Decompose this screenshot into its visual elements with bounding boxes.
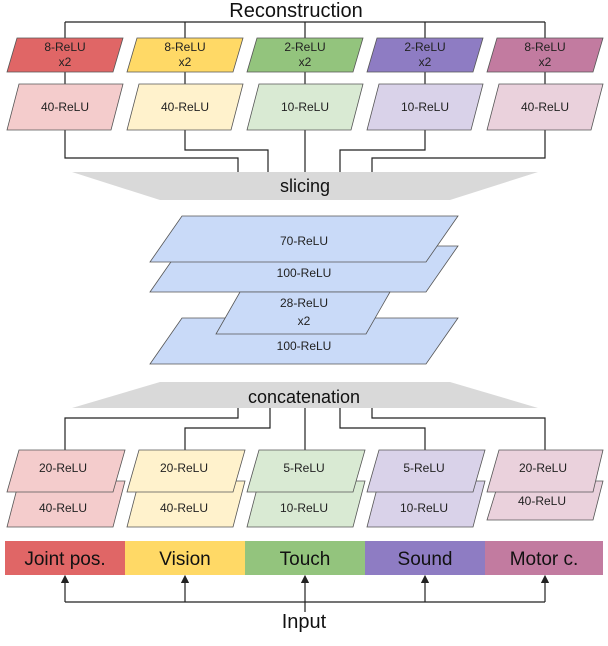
shared-layer-3: [215, 291, 391, 335]
decoder-top-box-touch: [246, 37, 364, 73]
decoder-mid-label-touch: 10-ReLU: [281, 100, 329, 114]
decoder-top-box-joint: [6, 37, 124, 73]
shared-layer-3-label: 28-ReLU: [280, 296, 328, 310]
encoder-top-label-motor: 20-ReLU: [519, 461, 567, 475]
modality-sound: [365, 541, 485, 575]
decoder-top-box-motor: [486, 37, 604, 73]
encoder-top-box-sound: [366, 449, 486, 493]
modality-touch: [245, 541, 365, 575]
encoder-top-label-vision: 20-ReLU: [160, 461, 208, 475]
decoder-mid-label-sound: 10-ReLU: [401, 100, 449, 114]
encoder-top-label-sound: 5-ReLU: [403, 461, 444, 475]
encoder-bottom-label-touch: 10-ReLU: [280, 501, 328, 515]
shared-layer-1-label: 70-ReLU: [280, 234, 328, 248]
encoder-bottom-label-sound: 10-ReLU: [400, 501, 448, 515]
decoder-top-mult-motor: x2: [539, 55, 552, 69]
decoder-mid-box-vision: [126, 83, 244, 131]
encoder-bottom-label-motor: 40-ReLU: [518, 494, 566, 508]
decoder-mid-label-vision: 40-ReLU: [161, 100, 209, 114]
encoder-bottom-label-joint: 40-ReLU: [39, 501, 87, 515]
decoder-top-mult-touch: x2: [299, 55, 312, 69]
decoder-top-row: 8-ReLU x2 8-ReLU x2 2-ReLU x2 2-ReLU x2 …: [6, 37, 604, 73]
reconstruction-title: Reconstruction: [229, 0, 362, 22]
shared-layer-2-label: 100-ReLU: [277, 266, 332, 280]
encoder-bottom-label-vision: 40-ReLU: [160, 501, 208, 515]
decoder-top-box-sound: [366, 37, 484, 73]
input-arrows: [60, 574, 550, 612]
decoder-mid-row: 40-ReLU 40-ReLU 10-ReLU 10-ReLU 40-ReLU: [6, 83, 604, 131]
shared-layer-1: [149, 215, 459, 263]
decoder-top-mult-joint: x2: [59, 55, 72, 69]
decoder-mid-box-motor: [486, 83, 604, 131]
shared-layer-4-label: 100-ReLU: [277, 339, 332, 353]
modality-vision-label: Vision: [159, 549, 210, 570]
decoder-top-mult-vision: x2: [179, 55, 192, 69]
modality-joint: [5, 541, 125, 575]
modality-sound-label: Sound: [398, 549, 453, 570]
input-modality-strip: Joint pos. Vision Touch Sound Motor c.: [5, 541, 603, 575]
encoder-top-box-touch: [246, 449, 366, 493]
decoder-top-label-sound: 2-ReLU: [404, 40, 445, 54]
decoder-mid-box-joint: [6, 83, 124, 131]
modality-touch-label: Touch: [280, 549, 331, 570]
reconstruction-connectors: [64, 21, 546, 172]
decoder-top-box-vision: [126, 37, 244, 73]
decoder-mid-label-motor: 40-ReLU: [521, 100, 569, 114]
slicing-band: [72, 172, 538, 200]
encoder-top-label-touch: 5-ReLU: [283, 461, 324, 475]
concatenation-band: [72, 382, 538, 408]
shared-layers: 100-ReLU 100-ReLU 70-ReLU 28-ReLU x2: [149, 215, 459, 365]
encoder-top-box-vision: [126, 449, 246, 493]
encoder-top-box-motor: [486, 449, 604, 493]
decoder-mid-label-joint: 40-ReLU: [41, 100, 89, 114]
input-title: Input: [282, 611, 327, 633]
decoder-top-label-motor: 8-ReLU: [524, 40, 565, 54]
modality-joint-label: Joint pos.: [24, 549, 105, 570]
shared-layer-3-mult: x2: [298, 314, 311, 328]
decoder-top-label-vision: 8-ReLU: [164, 40, 205, 54]
encoder-top-box-joint: [6, 449, 126, 493]
decoder-mid-box-sound: [366, 83, 484, 131]
slicing-label: slicing: [280, 176, 330, 196]
concatenation-label: concatenation: [248, 387, 360, 407]
decoder-mid-box-touch: [246, 83, 364, 131]
concatenation-connectors: [64, 408, 546, 450]
modality-vision: [125, 541, 245, 575]
encoder-layers: 40-ReLU 20-ReLU 40-ReLU 20-ReLU 10-ReLU …: [6, 449, 604, 528]
decoder-top-label-touch: 2-ReLU: [284, 40, 325, 54]
decoder-top-label-joint: 8-ReLU: [44, 40, 85, 54]
decoder-top-mult-sound: x2: [419, 55, 432, 69]
modality-motor: [485, 541, 603, 575]
modality-motor-label: Motor c.: [510, 549, 579, 570]
encoder-top-label-joint: 20-ReLU: [39, 461, 87, 475]
